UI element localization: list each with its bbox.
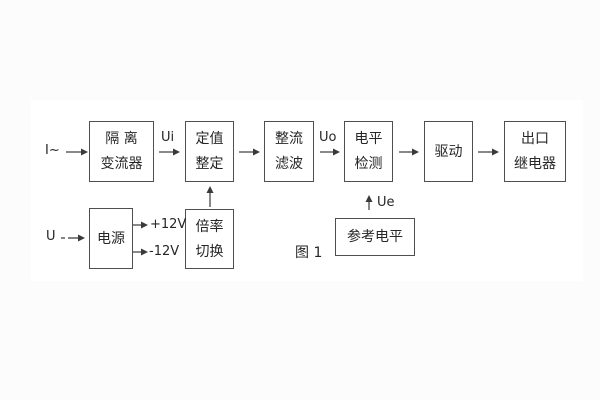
block-label: 切换 [195, 243, 224, 260]
figure-caption: 图 1 [295, 245, 323, 261]
label-rail-plus-12v: +12V [150, 217, 187, 232]
block-label: 电平 [354, 131, 383, 147]
label-input-voltage: U [46, 229, 56, 244]
block-isolation-transformer: 隔 离变流器 [89, 121, 154, 182]
block-label: 检测 [354, 156, 383, 172]
label-rail-minus-12v: -12V [149, 244, 180, 259]
block-label: 电源 [97, 230, 125, 247]
label-input-current: I~ [45, 143, 60, 158]
block-label: 隔 离 [105, 131, 138, 147]
block-label: 滤波 [275, 156, 303, 172]
block-label: 驱动 [434, 143, 463, 160]
block-output-relay: 出口继电器 [504, 121, 566, 182]
block-reference-level: 参考电平 [335, 218, 415, 256]
block-driver: 驱动 [424, 121, 473, 182]
label-signal-ui: Ui [161, 130, 175, 145]
block-label: 变流器 [100, 156, 143, 172]
block-ratio-switch: 倍率切换 [185, 209, 234, 269]
block-setpoint-adjust: 定值整定 [185, 121, 234, 182]
block-power-supply: 电源 [89, 208, 133, 269]
block-label: 参考电平 [347, 229, 403, 245]
label-signal-uo: Uo [319, 130, 337, 145]
block-label: 整流 [275, 131, 303, 147]
label-signal-ue: Ue [377, 195, 395, 210]
block-rectifier-filter: 整流滤波 [264, 121, 314, 182]
block-label: 倍率 [195, 218, 224, 235]
block-label: 整定 [195, 156, 224, 172]
block-label: 定值 [195, 131, 224, 147]
block-label: 出口 [521, 131, 549, 147]
block-label: 继电器 [514, 156, 556, 172]
block-level-detector: 电平检测 [344, 121, 393, 182]
